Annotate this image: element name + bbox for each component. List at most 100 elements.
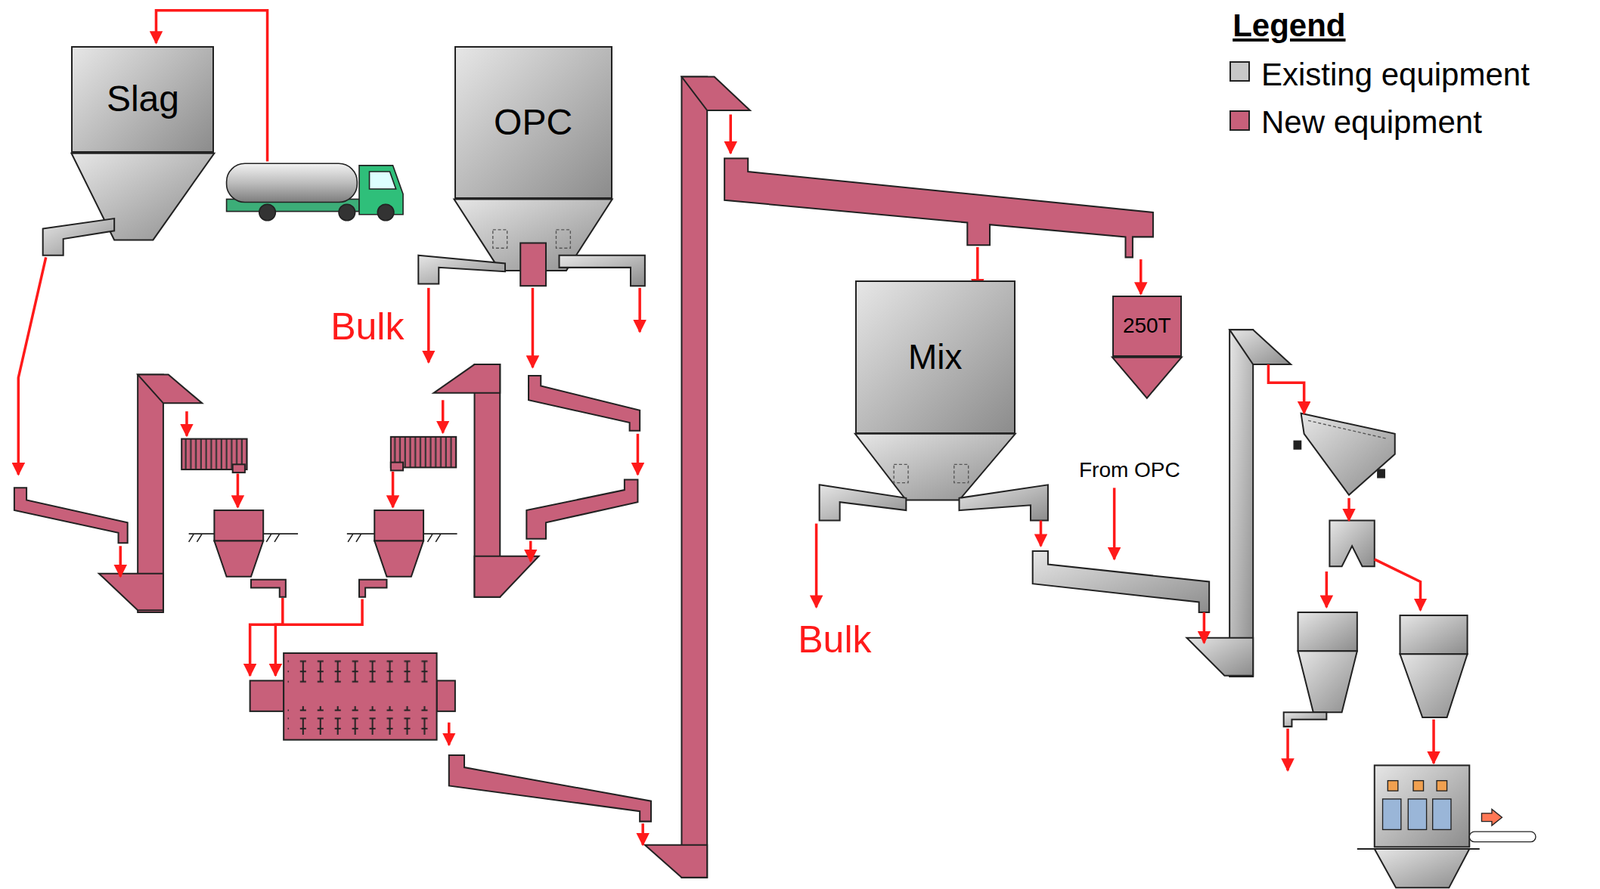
silo-label: OPC — [493, 102, 573, 143]
new-equipment-part — [1112, 357, 1182, 399]
legend-title: Legend — [1232, 8, 1346, 44]
flow-arrows-part — [236, 473, 240, 508]
new-equipment-part — [374, 510, 424, 541]
grey-equipment-part — [418, 255, 506, 285]
flow-arrows-part — [641, 823, 645, 845]
grey-equipment-part — [1374, 849, 1470, 888]
silo-details-part — [555, 229, 571, 249]
flow-arrows-part — [250, 598, 283, 676]
flow-arrows-part — [1039, 520, 1043, 547]
grey-equipment-part — [1400, 654, 1468, 718]
ground-symbols-part — [189, 533, 441, 543]
silo-details-part — [893, 464, 909, 483]
new-equipment-part — [232, 464, 245, 473]
flow-line — [282, 598, 363, 625]
flow-arrows-part — [441, 400, 445, 433]
flow-arrows-part — [1374, 559, 1421, 611]
ground-symbols-part — [263, 533, 298, 535]
new-equipment-part — [374, 541, 424, 577]
grey-equipment-part — [1283, 712, 1328, 727]
new-equipment-part — [288, 706, 434, 735]
packer-details-part — [1481, 809, 1502, 826]
packer-details-part — [1357, 848, 1480, 850]
flow-arrows-part — [1113, 487, 1117, 559]
legend-text: New equipment — [1261, 105, 1483, 140]
new-equipment-part — [390, 462, 404, 472]
silo-label: 250T — [1122, 314, 1172, 338]
new-equipment-part — [283, 653, 437, 741]
flow-arrows-part — [1203, 612, 1207, 643]
new-equipment-part — [14, 487, 128, 543]
packer-details — [1293, 440, 1536, 850]
grey-equipment-part — [1374, 765, 1470, 847]
new-equipment-part — [251, 579, 286, 598]
mix-silo: Mix — [855, 280, 1016, 434]
new-equipment-part — [359, 579, 387, 598]
grey-equipment — [43, 153, 1470, 889]
new-equipment-part — [434, 364, 501, 394]
flow-arrows-part — [529, 541, 533, 562]
flow-arrows-part — [185, 411, 189, 436]
grey-equipment-part — [1229, 329, 1291, 365]
flow-arrows-part — [1286, 728, 1290, 771]
new-equipment-part — [528, 375, 640, 432]
silo-details-part — [493, 229, 508, 249]
truck — [226, 163, 404, 221]
new-equipment-part — [437, 680, 456, 711]
storage-hopper: 250T — [1112, 295, 1182, 357]
grey-equipment-part — [1301, 413, 1396, 496]
new-equipment-part — [644, 845, 707, 878]
new-equipment-part — [213, 510, 264, 541]
packer-details-part — [1436, 781, 1447, 791]
silo-details-part — [1308, 420, 1388, 439]
new-equipment-part — [681, 77, 750, 112]
bulk-label: Bulk — [330, 305, 404, 348]
new-equipment-part — [213, 541, 264, 577]
bulk-label: Bulk — [797, 619, 872, 661]
new-equipment-part — [520, 242, 546, 286]
packer-details-part — [1413, 781, 1424, 791]
new-equipment-part — [250, 680, 285, 711]
new-equipment-part — [449, 755, 652, 822]
truck-part — [226, 163, 358, 202]
new-equipment-part — [99, 573, 164, 611]
flow-arrows-part — [1347, 498, 1351, 521]
flow-arrows-part — [815, 524, 819, 608]
grey-equipment-part — [1186, 638, 1253, 676]
grey-equipment-part — [559, 255, 645, 286]
silo-label: Mix — [908, 337, 963, 377]
grey-equipment-part — [1298, 612, 1358, 652]
truck-part — [369, 171, 397, 190]
flow-arrows-part — [1432, 719, 1436, 764]
grey-equipment-part — [1229, 329, 1253, 677]
grey-equipment-part — [43, 218, 115, 256]
packer-details-part — [1387, 781, 1398, 791]
grey-equipment-part — [959, 484, 1049, 521]
from-opc-note: From OPC — [1079, 458, 1181, 483]
packer-details-part — [1382, 799, 1402, 830]
grey-equipment-part — [855, 434, 1016, 501]
new-equipment-part — [724, 158, 1154, 258]
flow-arrows-part — [118, 545, 122, 577]
flow-arrows-part — [636, 434, 640, 475]
silo-label: Slag — [106, 79, 180, 120]
flow-arrows-part — [447, 722, 451, 746]
flow-arrows-part — [391, 471, 395, 508]
flow-arrows-part — [427, 288, 431, 363]
grey-equipment-part — [819, 484, 907, 521]
silo-details — [493, 229, 1389, 484]
ground-symbols — [189, 533, 458, 543]
flow-arrows-part — [638, 288, 642, 332]
truck-part — [338, 204, 356, 221]
opc-silo: OPC — [454, 46, 613, 199]
packer-details-part — [1432, 799, 1452, 830]
new-equipment-part — [526, 480, 638, 540]
grey-equipment-part — [1329, 520, 1374, 568]
flow-arrows-part — [1325, 571, 1329, 608]
flow-arrows-part — [531, 288, 535, 368]
new-equipment-part — [474, 556, 540, 598]
grey-equipment-part — [1298, 651, 1358, 713]
packer-details-part — [1293, 440, 1301, 450]
new-equipment-part — [288, 659, 434, 689]
